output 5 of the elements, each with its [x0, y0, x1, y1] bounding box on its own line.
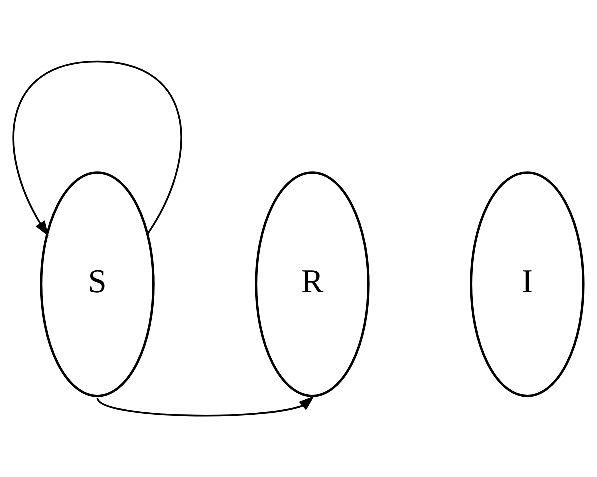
arrow — [12, 60, 182, 236]
node-ellipse: I — [470, 171, 585, 397]
node-ellipse: S — [40, 171, 155, 397]
arrow — [96, 396, 315, 416]
node-ellipse: R — [255, 171, 370, 397]
